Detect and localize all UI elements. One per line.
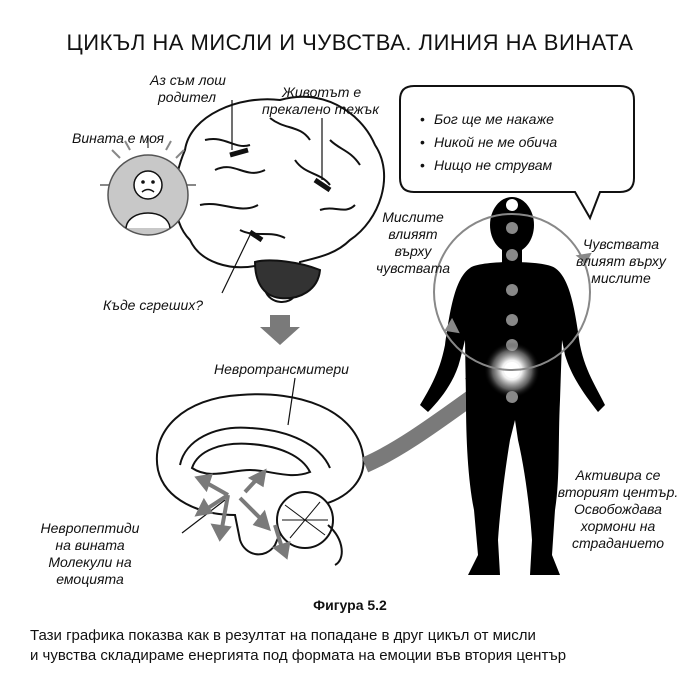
label-second-center: Активира се вторият център. Освобождава … [548,467,688,552]
label-life-hard-line-2: прекалено тежък [262,101,379,117]
thought-bubble-list: Бог ще ме накаже Никой не ме обича Нищо … [420,108,557,177]
neuropeptides-line-3: Молекули на [48,554,132,570]
guilt-face-icon [100,138,196,236]
bubble-item: Никой не ме обича [420,131,557,154]
label-thoughts-affect-feelings: Мислите влияят върху чувствата [368,209,458,277]
second-center-line-1: Активира се [575,467,661,483]
bubble-item: Бог ще ме накаже [420,108,557,131]
label-bad-parent-line-2: родител [158,89,216,105]
label-feelings-affect-thoughts: Чувствата влияят върху мислите [566,236,676,287]
neuropeptides-line-1: Невропептиди [40,520,140,536]
second-center-line-4: хормони на [580,518,656,534]
label-neurotransmitters: Невротрансмитери [214,361,349,377]
caption-line-2: и чувства складираме енергията под форма… [30,647,567,664]
upper-brain-illustration [174,95,385,303]
thoughts-affect-line-4: чувствата [376,260,450,276]
feelings-affect-line-1: Чувствата [582,236,660,252]
thought-feeling-cycle-circle [433,213,592,371]
figure-label: Фигура 5.2 [313,597,387,613]
figure-caption: Тази графика показва как в резултат на п… [30,626,690,666]
neuropeptides-line-4: емоцията [56,571,124,587]
label-neuropeptides: Невропептиди на вината Молекули на емоци… [20,520,160,588]
feelings-affect-line-3: мислите [591,270,651,286]
second-center-line-5: страданието [571,535,664,551]
bubble-item: Нищо не струвам [420,154,557,177]
label-pointer-lines [181,100,323,534]
neuropeptide-arrows [194,468,291,560]
thoughts-affect-line-3: върху [394,243,432,259]
second-center-line-2: вторият център. [557,484,679,500]
thoughts-affect-line-2: влияят [388,226,438,242]
label-life-hard-line-1: Животът е [282,84,362,100]
label-bad-parent-line-1: Аз съм лош [150,72,226,88]
caption-line-1: Тази графика показва как в резултат на п… [30,627,536,644]
label-guilt-mine: Вината е моя [72,130,165,146]
second-center-line-3: Освобождава [574,501,662,517]
label-where-wrong: Къде сгреших? [103,297,204,313]
neuropeptides-line-2: на вината [55,537,125,553]
page-title: ЦИКЪЛ НА МИСЛИ И ЧУВСТВА. ЛИНИЯ НА ВИНАТ… [66,30,634,55]
feelings-affect-line-2: влияят върху [576,253,666,269]
label-life-hard: Животът е прекалено тежък [262,84,379,118]
label-bad-parent: Аз съм лош родител [150,72,226,106]
thoughts-affect-line-1: Мислите [382,209,444,225]
lower-brain-illustration [155,393,365,566]
down-arrow-icon [260,315,300,345]
